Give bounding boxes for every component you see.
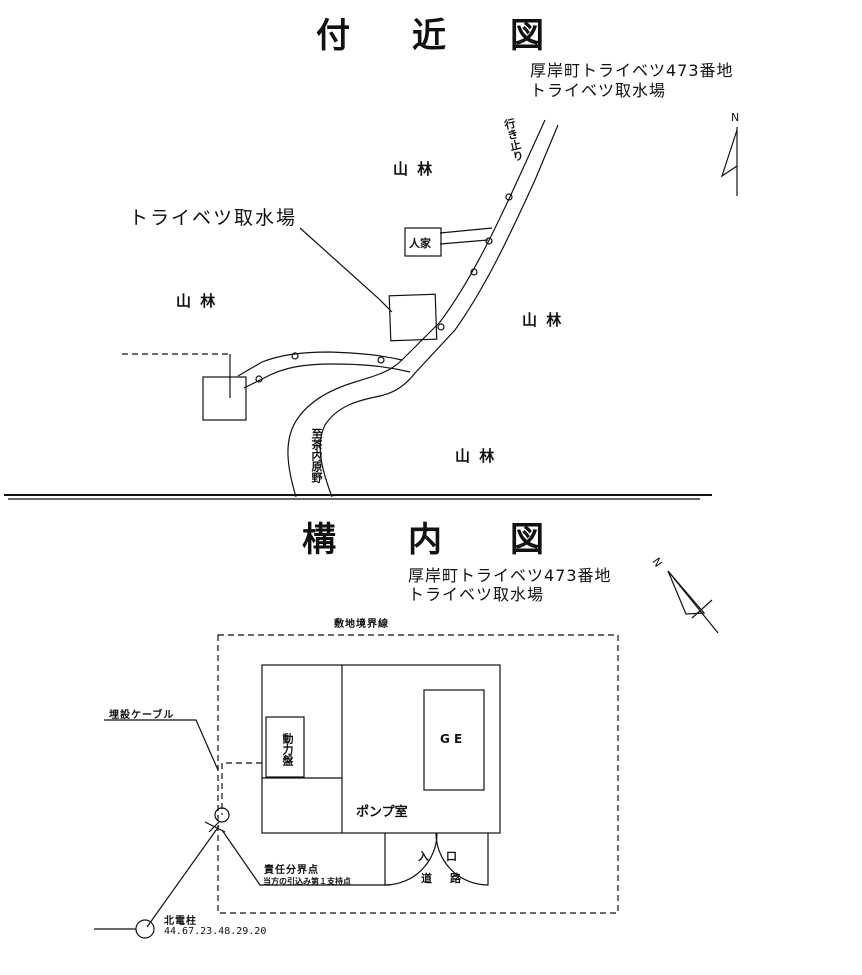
- forest-label-1: 山 林: [393, 160, 435, 178]
- pole-number: 44.67.23.48.29.20: [164, 926, 267, 937]
- premises-title-3: 図: [510, 520, 546, 560]
- vicinity-title-1: 付: [316, 16, 352, 56]
- generator-box: [423, 689, 485, 791]
- boundary-label: 敷地境界線: [334, 619, 389, 630]
- utility-pole-1: [505, 193, 513, 201]
- power-panel-box: [265, 716, 305, 778]
- utility-pole-7: [255, 375, 263, 383]
- facility-leader: [299, 227, 393, 313]
- north-arrow-head: [720, 129, 738, 178]
- forest-label-3: 山 林: [522, 311, 564, 329]
- facility-label: トライベツ取水場: [129, 207, 298, 229]
- branch-road-upper: [237, 351, 403, 377]
- power-panel-label: 動力盤: [281, 733, 294, 766]
- house-drive-upper: [439, 227, 493, 234]
- responsibility-point-label: 責任分界点: [264, 865, 319, 876]
- vicinity-address-line1: 厚岸町トライベツ473番地: [530, 61, 734, 80]
- utility-pole-5: [377, 356, 385, 364]
- road-char-1: 道: [421, 872, 432, 885]
- road-char-2: 路: [450, 872, 461, 885]
- utility-pole-3: [470, 268, 478, 276]
- responsibility-leader: [221, 829, 390, 886]
- north-label-top: N: [731, 111, 740, 124]
- facility-box: [388, 293, 438, 342]
- entrance-door-right: [435, 832, 489, 886]
- road-edge-right: [319, 124, 559, 498]
- branch-road-lower: [243, 363, 411, 389]
- left-box: [202, 376, 247, 421]
- support-point-label: 当方の引込み第１支持点: [263, 877, 351, 886]
- pole-label: 北電柱: [164, 916, 197, 927]
- forest-label-2: 山 林: [176, 292, 218, 310]
- hokuden-pole: [135, 919, 155, 939]
- premises-title-1: 構: [302, 520, 338, 560]
- utility-pole-4: [437, 323, 445, 331]
- utility-pole-2: [485, 237, 493, 245]
- road-edge-left: [287, 119, 546, 498]
- forest-label-4: 山 林: [455, 447, 497, 465]
- premises-title-2: 内: [408, 520, 444, 560]
- pump-room-label: ポンプ室: [356, 805, 408, 820]
- buried-cable-line: [221, 762, 262, 815]
- house-box: [404, 227, 442, 257]
- vicinity-title-3: 図: [510, 16, 546, 56]
- vicinity-title-2: 近: [412, 16, 448, 56]
- generator-label: G E: [440, 732, 463, 746]
- site-boundary: [217, 634, 619, 914]
- cable-leader: [104, 719, 219, 771]
- pole-line: [146, 825, 220, 928]
- entrance-char-2: 口: [446, 850, 457, 863]
- house-label: 人家: [409, 237, 431, 250]
- cable-label: 埋設ケーブル: [109, 710, 175, 721]
- support-point: [214, 807, 230, 823]
- north-arrow2-head: [667, 570, 706, 615]
- road-destination-label: 至茶内原野: [310, 428, 323, 483]
- premises-address-line1: 厚岸町トライベツ473番地: [408, 566, 612, 585]
- entrance-char-1: 入: [418, 850, 429, 863]
- vicinity-address-line2: トライベツ取水場: [530, 81, 667, 100]
- house-drive-lower: [439, 239, 489, 245]
- premises-address-line2: トライベツ取水場: [408, 585, 545, 604]
- utility-pole-6: [291, 352, 299, 360]
- building: [261, 664, 501, 834]
